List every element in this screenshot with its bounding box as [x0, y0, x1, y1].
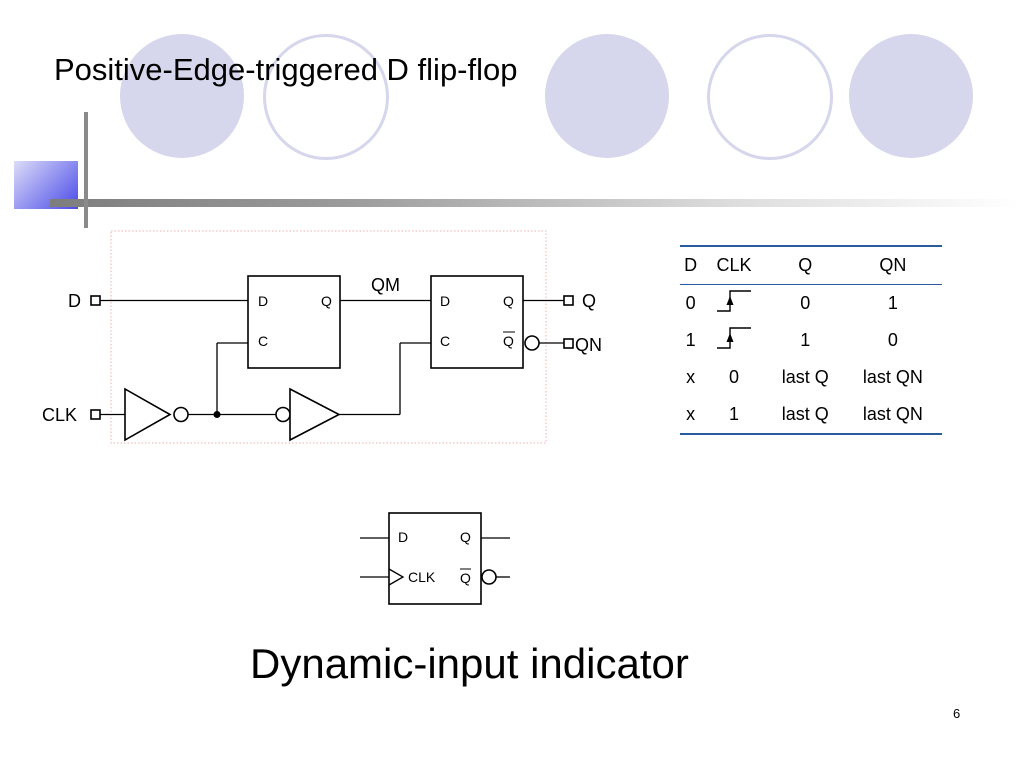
diagram-caption: Dynamic-input indicator: [250, 640, 689, 687]
cell-q: 0: [800, 293, 811, 313]
cell-q: last Q: [781, 404, 829, 424]
input-d-pin: [90, 295, 101, 306]
latch-2-qbar-label: Q: [503, 333, 514, 349]
input-clk-label: CLK: [42, 405, 77, 425]
output-qn-pin: [563, 338, 574, 349]
latch-2-d-label: D: [440, 293, 450, 309]
decor-circle-5: [849, 34, 973, 158]
inverter-1: [124, 387, 172, 442]
vertical-divider: [84, 112, 88, 228]
input-d-label: D: [68, 291, 81, 311]
flip-flop-symbol: D CLK Q Q: [360, 512, 510, 605]
latch-1: [247, 275, 341, 369]
header-qn: QN: [879, 255, 907, 275]
header-q: Q: [798, 255, 813, 275]
table-row: 1 1 0: [680, 322, 942, 359]
table-row: 0 0 1: [680, 285, 942, 323]
table-row: x 1 last Q last QN: [680, 396, 942, 434]
cell-clk: 1: [729, 404, 740, 424]
inverter-1-bubble: [173, 406, 189, 423]
latch-1-d-label: D: [258, 293, 268, 309]
symbol-clk-label: CLK: [408, 569, 436, 585]
symbol-q-label: Q: [460, 529, 471, 545]
decor-circle-3: [545, 34, 669, 158]
truth-table-header: D CLK Q QN: [680, 246, 942, 285]
output-q-label: Q: [582, 291, 596, 311]
header-d: D: [684, 255, 698, 275]
latch-1-c-label: C: [258, 333, 268, 349]
latch-1-q-label: Q: [321, 293, 332, 309]
decor-circle-4: [707, 34, 833, 160]
decor-circle-1: [120, 34, 244, 158]
inverter-2-bubble: [275, 406, 291, 423]
rising-edge-icon: [701, 285, 766, 323]
cell-q: 1: [800, 330, 811, 350]
input-clk-pin: [90, 409, 101, 420]
cell-q: last Q: [781, 367, 829, 387]
output-q-pin: [563, 295, 574, 306]
symbol-qbar-bubble: [481, 569, 497, 585]
latch-2: [430, 275, 524, 369]
latch-2-c-label: C: [440, 333, 450, 349]
cell-qn: 1: [887, 293, 898, 313]
header-clk: CLK: [716, 255, 752, 275]
latch-2-q-label: Q: [503, 293, 514, 309]
decor-circle-2: [263, 34, 389, 160]
symbol-d-label: D: [398, 529, 408, 545]
dynamic-input-indicator: [388, 568, 405, 586]
flip-flop-circuit-diagram: D C Q D C Q Q D QM Q QN CLK: [42, 230, 602, 444]
cell-d: x: [686, 404, 696, 424]
table-row: x 0 last Q last QN: [680, 359, 942, 396]
cell-clk: 0: [729, 367, 740, 387]
truth-table: D CLK Q QN 0 0 1 1 1 0: [680, 245, 942, 435]
inverter-2: [289, 387, 341, 442]
cell-d: 1: [685, 330, 696, 350]
slide-title: Positive-Edge-triggered D flip-flop: [54, 52, 518, 87]
qn-inversion-bubble: [524, 335, 540, 351]
cell-d: x: [686, 367, 696, 387]
circuit-border: [110, 230, 547, 444]
cell-d: 0: [685, 293, 696, 313]
symbol-qbar-label: Q: [460, 570, 471, 586]
rising-edge-icon: [701, 322, 766, 359]
cell-qn: 0: [887, 330, 898, 350]
page-number: 6: [953, 706, 961, 721]
qm-label: QM: [371, 275, 400, 295]
cell-qn: last QN: [862, 404, 923, 424]
symbol-box: [388, 512, 482, 605]
output-qn-label: QN: [575, 335, 602, 355]
cell-qn: last QN: [862, 367, 923, 387]
title-divider: [50, 199, 1020, 207]
